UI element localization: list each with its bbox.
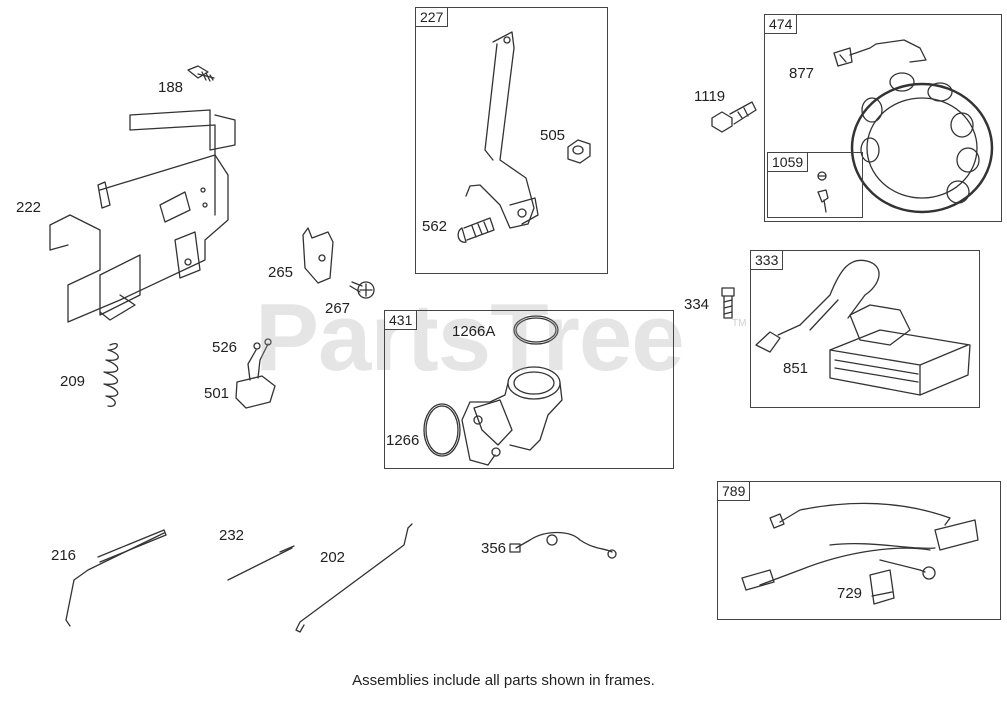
frame-1059-tag: 1059 — [767, 152, 809, 172]
part-label-265[interactable]: 265 — [268, 264, 294, 281]
frame-333: 333 — [750, 250, 980, 408]
part-267-screw-drawing — [349, 281, 375, 299]
part-356-wire-drawing — [509, 531, 617, 559]
frame-1059: 1059 — [767, 152, 863, 218]
frame-227-tag: 227 — [415, 7, 449, 27]
part-label-526[interactable]: 526 — [212, 339, 238, 356]
part-label-188[interactable]: 188 — [158, 79, 184, 96]
watermark-trademark: TM — [732, 318, 747, 329]
part-232-cable-drawing — [227, 545, 295, 581]
part-431-intake-drawing — [423, 315, 563, 466]
frame-333-tag: 333 — [750, 250, 784, 270]
partstree-watermark: PartsTree — [255, 284, 685, 391]
part-label-267[interactable]: 267 — [325, 300, 351, 317]
part-334-screw-drawing — [721, 287, 735, 319]
frame-474: 474 — [764, 14, 1002, 222]
part-789-harness-drawing — [741, 502, 979, 605]
frame-431-tag: 431 — [384, 310, 418, 330]
part-label-334[interactable]: 334 — [684, 296, 710, 313]
part-label-505[interactable]: 505 — [540, 127, 566, 144]
part-333-armature-drawing — [755, 259, 971, 396]
part-209-spring-drawing — [103, 343, 119, 407]
part-222-bracket-drawing — [49, 109, 236, 323]
part-188-screw-drawing — [187, 65, 215, 82]
frame-789: 789 — [717, 481, 1001, 620]
frame-474-tag: 474 — [764, 14, 798, 34]
part-label-216[interactable]: 216 — [51, 547, 77, 564]
part-label-232[interactable]: 232 — [219, 527, 245, 544]
part-label-202[interactable]: 202 — [320, 549, 346, 566]
part-label-1119[interactable]: 1119 — [694, 88, 726, 105]
part-474-stator-drawing — [817, 39, 994, 214]
footer-note: Assemblies include all parts shown in fr… — [352, 672, 655, 689]
part-216-rod-drawing — [65, 529, 167, 627]
part-label-877[interactable]: 877 — [789, 65, 815, 82]
part-label-209[interactable]: 209 — [60, 373, 86, 390]
part-label-562[interactable]: 562 — [422, 218, 448, 235]
part-501-module-drawing — [235, 338, 276, 409]
part-label-501[interactable]: 501 — [204, 385, 230, 402]
part-202-rod-drawing — [295, 523, 413, 633]
part-label-356[interactable]: 356 — [481, 540, 507, 557]
part-label-729[interactable]: 729 — [837, 585, 863, 602]
part-227-lever-drawing — [457, 31, 591, 243]
frame-431: 431 — [384, 310, 674, 469]
part-label-1266A[interactable]: 1266A — [452, 323, 496, 340]
part-265-clip-drawing — [302, 227, 334, 284]
part-label-1266[interactable]: 1266 — [386, 432, 420, 449]
frame-789-tag: 789 — [717, 481, 751, 501]
part-1119-screw-drawing — [711, 101, 757, 133]
frame-227: 227 — [415, 7, 608, 274]
part-label-851[interactable]: 851 — [783, 360, 809, 377]
part-label-222[interactable]: 222 — [16, 199, 42, 216]
